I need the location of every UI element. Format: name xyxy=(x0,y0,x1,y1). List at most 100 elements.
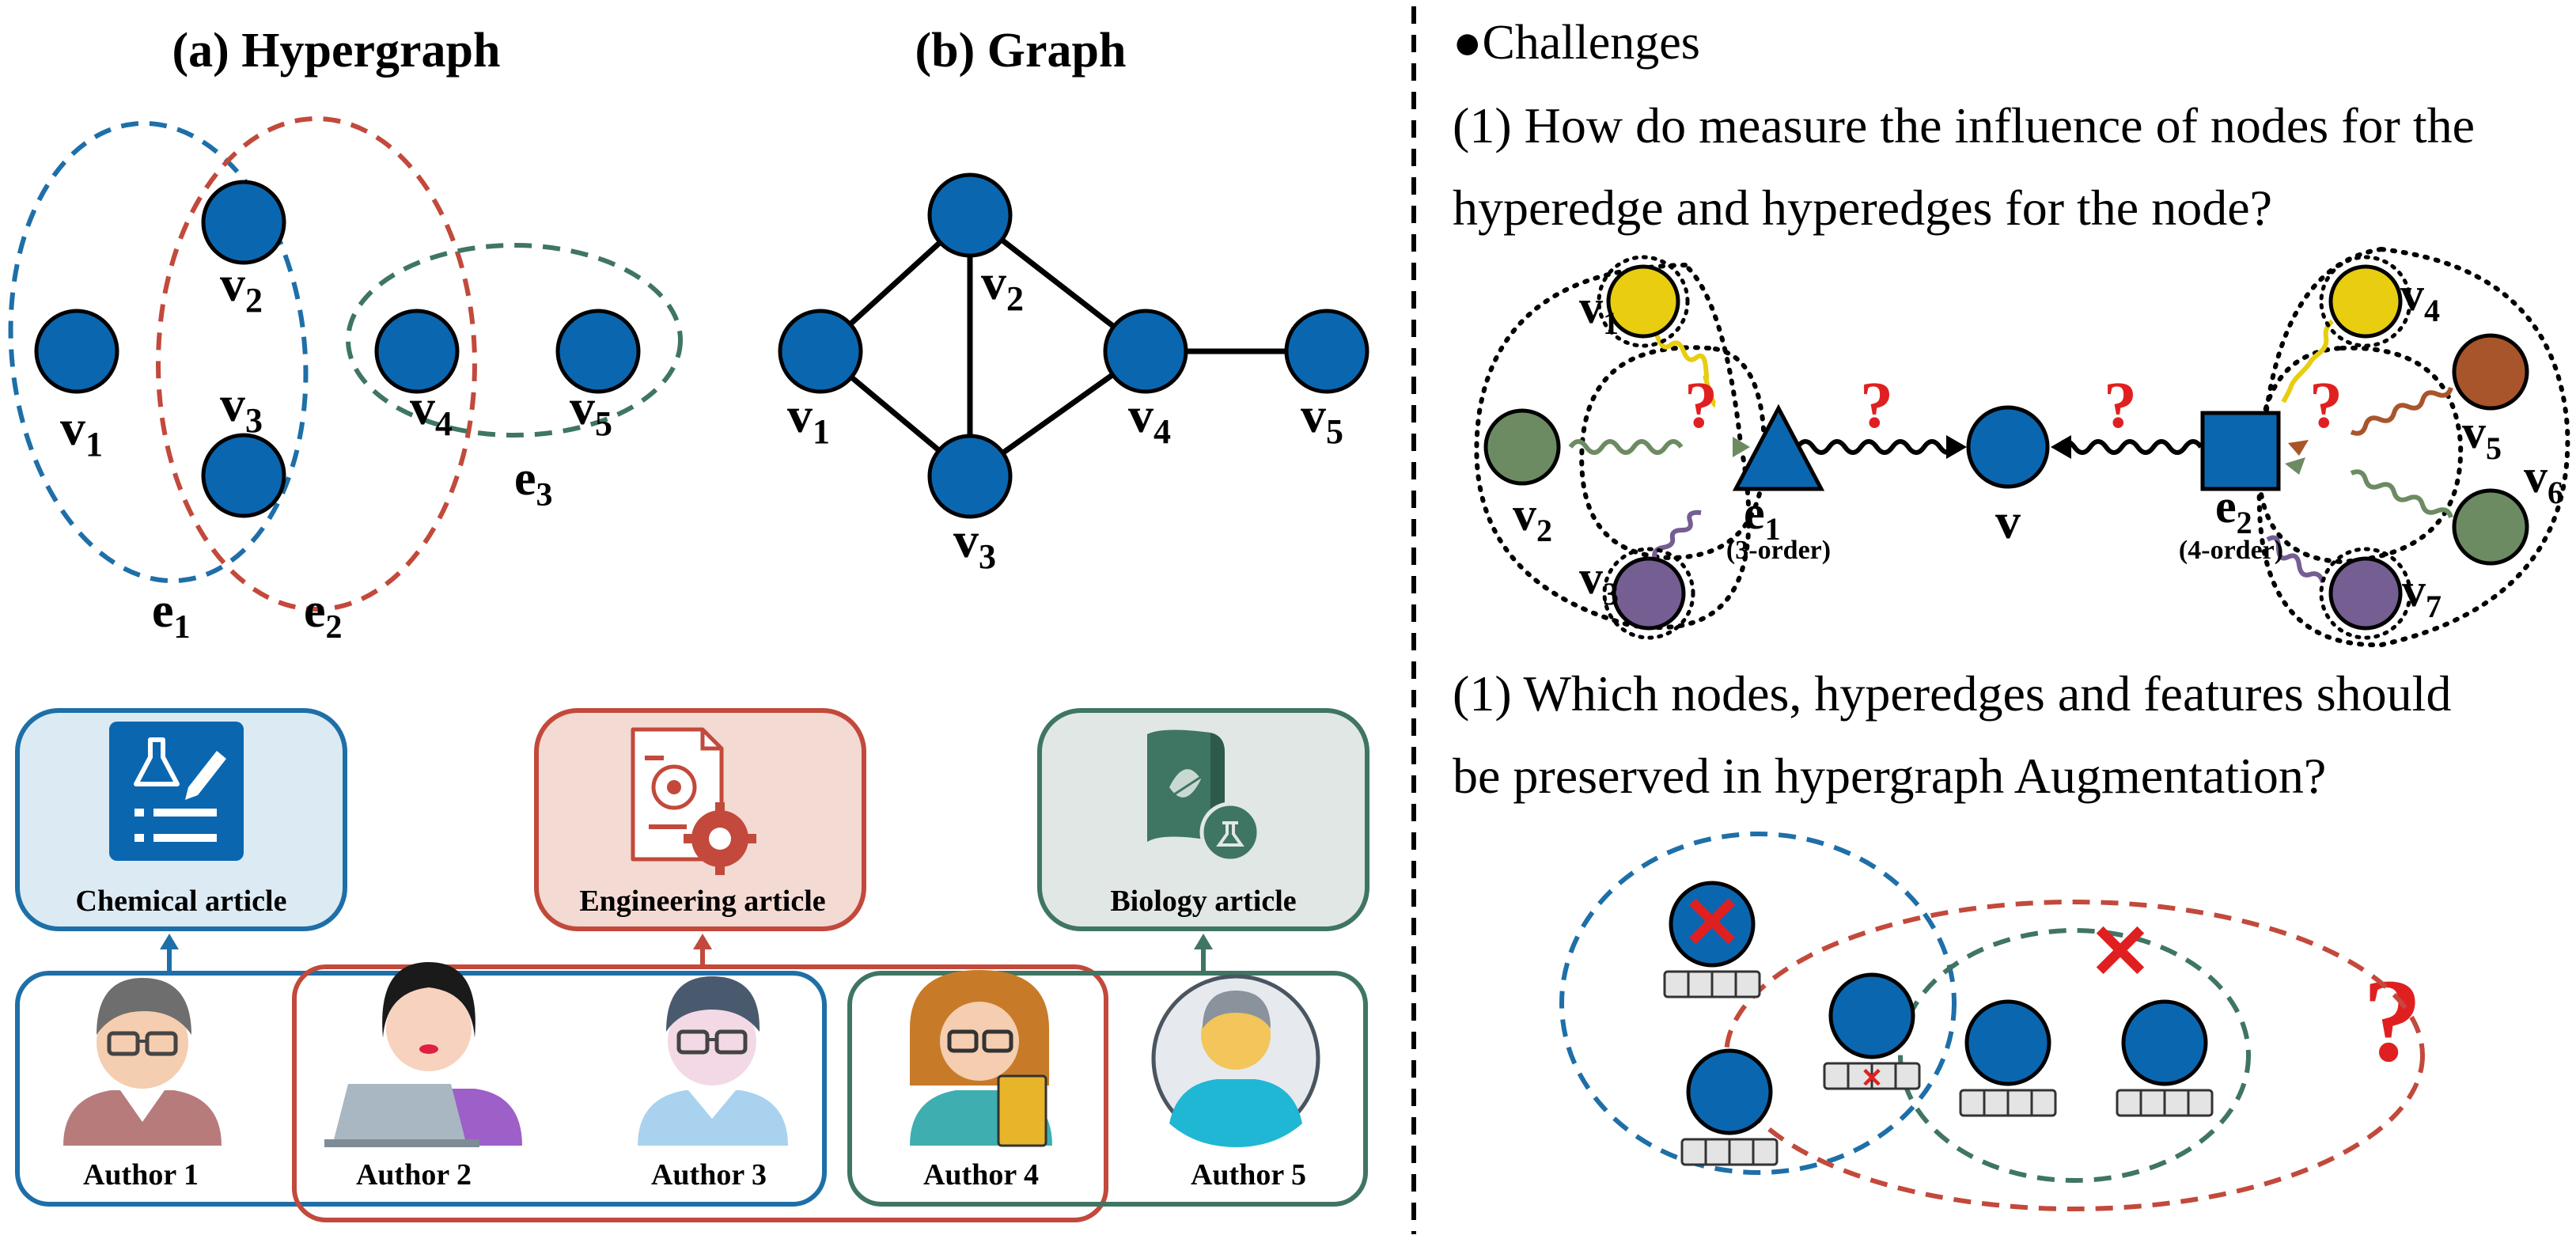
question-2-line-1: (1) Which nodes, hyperedges and features… xyxy=(1453,665,2451,722)
panel-a-title: (a) Hypergraph xyxy=(172,24,500,78)
hyper-node-v3 xyxy=(201,433,286,518)
graph-node-v2 xyxy=(927,172,1013,258)
graph-label-v4: v4 xyxy=(1128,387,1171,451)
halo-v4 xyxy=(2319,255,2412,348)
article-label-biology: Biology article xyxy=(1110,885,1296,918)
graph-label-v1: v1 xyxy=(787,387,830,451)
hyper-node-v4 xyxy=(374,309,460,394)
author-2-avatar xyxy=(324,962,522,1147)
cross-masked-feature: ✕ xyxy=(1861,1064,1884,1093)
feature-bar-node-3 xyxy=(1680,1138,1779,1166)
hyper-node-v5 xyxy=(555,309,641,394)
aug-node-dropped xyxy=(1669,881,1756,968)
hyper-label-e2: e2 xyxy=(304,584,343,646)
panel-b-title: (b) Graph xyxy=(915,24,1127,78)
hyper-label-v2: v2 xyxy=(220,256,263,320)
author-to-article-arrows xyxy=(160,934,1213,973)
author-3-name: Author 3 xyxy=(651,1158,767,1192)
hyperedge-e2-boundary xyxy=(156,116,477,612)
feature-bar-node-2 xyxy=(1823,1062,1921,1090)
diagram-label-v4: v4 xyxy=(2400,268,2440,328)
aug-hyperedge-green xyxy=(1898,928,2251,1183)
leaf-document-icon xyxy=(1147,729,1261,863)
hyperedge-e1-boundary xyxy=(8,120,309,584)
author-1-avatar xyxy=(63,978,222,1146)
graph-node-v4 xyxy=(1103,309,1188,394)
question-mark-v5-e2: ? xyxy=(2309,369,2343,442)
aug-node-2 xyxy=(1828,972,1915,1059)
node-v2-sage xyxy=(1483,408,1561,486)
question-marks: ? ? ? ? ? xyxy=(1684,369,2423,1086)
question-1-line-2: hyperedge and hyperedges for the node? xyxy=(1453,180,2272,236)
halo-v1 xyxy=(1597,255,1690,348)
author-4-avatar xyxy=(910,970,1052,1147)
hyper-label-v5: v5 xyxy=(570,379,612,443)
author-group-engineering xyxy=(292,964,1108,1222)
diagram-label-v7: v7 xyxy=(2402,564,2442,624)
aug-node-5 xyxy=(2121,999,2208,1086)
target-node-v xyxy=(1966,405,2050,489)
question-2-line-2: be preserved in hypergraph Augmentation? xyxy=(1453,748,2326,804)
question-mark-e2-v: ? xyxy=(2104,369,2137,442)
outer-scope-e2 xyxy=(2256,246,2570,648)
order-label-e2: (4-order) xyxy=(2179,536,2283,565)
author-5-avatar xyxy=(1151,974,1320,1147)
challenges-heading: ●Challenges xyxy=(1453,16,1700,70)
question-mark-e1-v: ? xyxy=(1860,369,1893,442)
inner-scope-e2 xyxy=(2256,345,2464,565)
feature-bar-node-4 xyxy=(1959,1089,2057,1117)
order-label-e1: (3-order) xyxy=(1726,536,1831,565)
hyper-label-v4: v4 xyxy=(410,379,453,443)
hyperedge-e2-square xyxy=(2200,411,2281,491)
article-label-chemical: Chemical article xyxy=(76,885,287,918)
inner-scope-e1 xyxy=(1579,345,1767,561)
cross-dropped-node: ✕ xyxy=(1681,883,1742,964)
hyperedge-e1-triangle xyxy=(1732,404,1825,491)
feature-bar-node-5 xyxy=(2116,1089,2214,1117)
graph-label-v5: v5 xyxy=(1301,387,1343,451)
diagram-label-e2: e2 xyxy=(2215,480,2252,540)
aug-node-4 xyxy=(1964,999,2051,1086)
diagram-label-v6: v6 xyxy=(2524,450,2563,510)
hyper-label-e3: e3 xyxy=(514,452,553,513)
question-1-line-1: (1) How do measure the influence of node… xyxy=(1453,97,2475,153)
author-group-biology xyxy=(847,971,1368,1207)
aug-feature-bars xyxy=(1663,970,2214,1166)
node-v6-sage xyxy=(2452,488,2529,566)
diagram-label-v2: v2 xyxy=(1513,488,1552,548)
aug-node-3 xyxy=(1686,1048,1773,1135)
graph-label-v3: v3 xyxy=(953,512,996,576)
gear-document-icon xyxy=(631,727,756,875)
diagram-label-v5: v5 xyxy=(2462,406,2502,466)
graph-label-v2: v2 xyxy=(981,254,1024,318)
halo-v7 xyxy=(2319,547,2412,640)
center-node-label: v xyxy=(1995,493,2021,549)
aug-hyperedge-red xyxy=(1724,900,2425,1211)
author-5-name: Author 5 xyxy=(1191,1158,1306,1192)
cross-removed-hyperedge: ✕ xyxy=(2089,910,2152,995)
influence-links xyxy=(1568,319,2453,583)
graph-node-v3 xyxy=(927,434,1013,519)
halo-v3 xyxy=(1602,547,1695,640)
author-3-avatar xyxy=(638,976,788,1146)
hyper-label-v3: v3 xyxy=(220,376,263,440)
hyper-label-v1: v1 xyxy=(60,400,103,464)
outer-scope-e1 xyxy=(1474,262,1752,631)
hyper-label-e1: e1 xyxy=(152,584,191,646)
article-label-engineering: Engineering article xyxy=(579,885,825,918)
author-1-name: Author 1 xyxy=(83,1158,199,1192)
author-4-name: Author 4 xyxy=(923,1158,1039,1192)
author-2-name: Author 2 xyxy=(356,1158,472,1192)
hyper-node-v2 xyxy=(201,180,286,265)
graph-edges xyxy=(817,212,1330,479)
graph-node-v5 xyxy=(1284,309,1369,394)
graph-node-v1 xyxy=(778,309,863,394)
hyperedge-e3-boundary xyxy=(346,243,683,438)
feature-bar-node-1 xyxy=(1663,970,1761,998)
node-v5-brown xyxy=(2452,333,2529,411)
hyper-node-v1 xyxy=(34,309,119,394)
diagram-label-v3: v3 xyxy=(1579,551,1619,612)
flask-document-icon xyxy=(109,722,244,861)
diagram-label-e1: e1 xyxy=(1744,487,1781,547)
